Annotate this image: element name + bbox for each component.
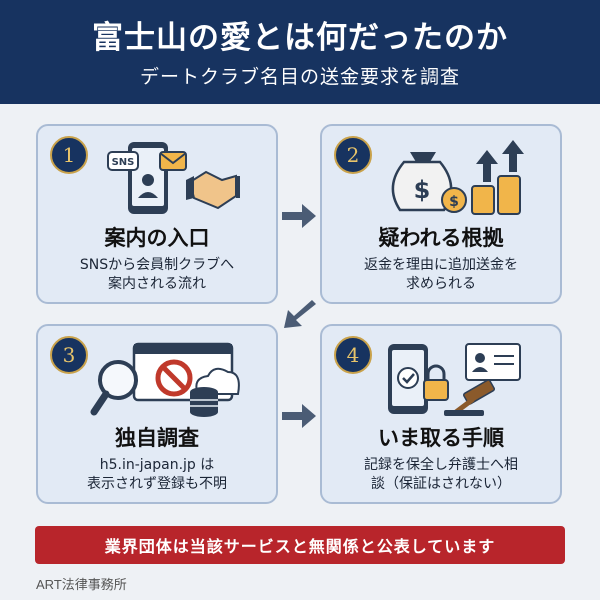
step-card-2: 2 $ $ 疑われる根拠 返金を理由に追加送金を 求められる <box>320 124 562 304</box>
description-line: 表示されず登録も不明 <box>87 476 227 492</box>
step-4-illustration <box>374 340 524 418</box>
page-title: 富士山の愛とは何だったのか <box>92 20 508 56</box>
sns-bubble-icon: SNS <box>107 151 139 171</box>
svg-text:$: $ <box>414 176 431 204</box>
description-line: 案内される流れ <box>108 276 206 292</box>
smartphone-check-icon <box>388 344 428 414</box>
step-description: SNSから会員制クラブへ 案内される流れ <box>44 256 270 294</box>
database-icon <box>190 387 218 417</box>
lock-icon <box>423 364 449 401</box>
page-subtitle: デートクラブ名目の送金要求を調査 <box>139 66 460 88</box>
header-banner: 富士山の愛とは何だったのか デートクラブ名目の送金要求を調査 <box>0 0 600 104</box>
description-line: h5.in-japan.jp は <box>99 457 215 473</box>
step-2-illustration: $ $ <box>374 140 524 218</box>
step-title: いま取る手順 <box>378 426 504 450</box>
step-title: 独自調査 <box>115 426 199 450</box>
coins-icon: $ <box>441 175 521 215</box>
money-bag-icon: $ <box>391 152 453 212</box>
arrow-down-left-icon <box>282 300 318 330</box>
magnifier-icon <box>90 360 138 416</box>
step-number-badge: 3 <box>50 336 88 374</box>
step-card-4: 4 <box>320 324 562 504</box>
step-1-illustration: SNS <box>90 140 240 218</box>
description-line: 記録を保全し弁護士へ相 <box>364 457 518 473</box>
step-description: h5.in-japan.jp は 表示されず登録も不明 <box>44 456 270 494</box>
step-description: 記録を保全し弁護士へ相 談（保証はされない） <box>328 456 554 494</box>
step-number-badge: 2 <box>334 136 372 174</box>
step-number-badge: 4 <box>334 336 372 374</box>
step-description: 返金を理由に追加送金を 求められる <box>328 256 554 294</box>
step-number-badge: 1 <box>50 136 88 174</box>
arrow-right-icon <box>282 404 316 428</box>
mail-icon <box>159 151 187 171</box>
step-title: 案内の入口 <box>104 226 210 250</box>
step-card-1: 1 SNS 案内の入口 SNSから会員制ク <box>36 124 278 304</box>
step-title: 疑われる根拠 <box>378 226 504 250</box>
handshake-icon <box>186 170 240 210</box>
arrow-up-icon <box>476 140 524 182</box>
description-line: 求められる <box>406 276 476 292</box>
description-line: 談（保証はされない） <box>371 476 511 492</box>
gavel-icon <box>444 379 496 416</box>
step-3-illustration <box>90 340 240 418</box>
description-line: 返金を理由に追加送金を <box>364 257 518 273</box>
svg-text:SNS: SNS <box>112 157 135 168</box>
disclaimer-banner: 業界団体は当該サービスと無関係と公表しています <box>35 526 565 564</box>
svg-text:$: $ <box>449 194 459 210</box>
footer-credit: ART法律事務所 <box>36 577 127 592</box>
arrow-right-icon <box>282 204 316 228</box>
step-card-3: 3 独自 <box>36 324 278 504</box>
prohibited-icon <box>155 359 193 397</box>
description-line: SNSから会員制クラブへ <box>79 257 235 273</box>
id-card-icon <box>465 343 521 381</box>
